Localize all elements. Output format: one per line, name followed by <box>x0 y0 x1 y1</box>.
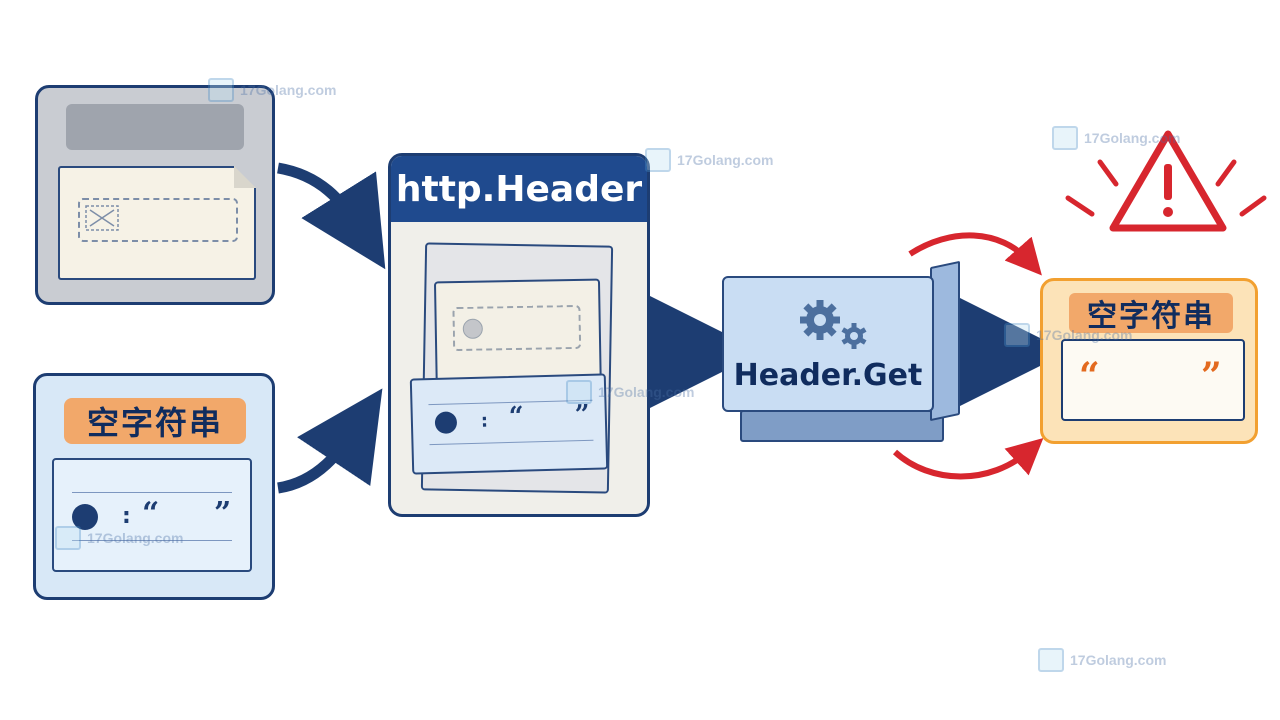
watermark-logo-icon <box>55 526 81 550</box>
empty-string-card: 空字符串 : “ ” <box>33 373 275 600</box>
missing-key-card <box>35 85 275 305</box>
warning-icon <box>1065 130 1267 232</box>
http-header-title: http.Header <box>395 168 643 210</box>
x-placeholder-icon <box>85 205 119 231</box>
header-get-title: Header.Get <box>733 358 923 393</box>
watermark-text: 17Golang.com <box>1070 652 1167 668</box>
watermark-text: 17Golang.com <box>677 152 774 168</box>
watermark-text: 17Golang.com <box>240 82 337 98</box>
result-card: 空字符串 “ ” <box>1040 278 1258 444</box>
watermark-text: 17Golang.com <box>87 530 184 546</box>
result-sheet: “ ” <box>1061 339 1245 421</box>
http-header-panel: http.Header : “ ” <box>388 153 650 517</box>
header-get-side <box>930 260 960 422</box>
dot-icon <box>72 504 98 530</box>
watermark: 17Golang.com <box>55 526 183 550</box>
red-arrow-top <box>908 232 1042 276</box>
close-quote: ” <box>214 496 232 531</box>
watermark-text: 17Golang.com <box>1084 130 1181 146</box>
missing-key-placeholder <box>78 198 238 242</box>
front-line-bottom <box>429 439 594 446</box>
arrow-missing-to-header <box>276 162 386 270</box>
gear-icon <box>800 300 867 349</box>
watermark-logo-icon <box>1038 648 1064 672</box>
missing-key-sheet <box>58 166 256 280</box>
watermark-logo-icon <box>566 380 592 404</box>
dot-icon <box>434 411 458 434</box>
watermark-logo-icon <box>208 78 234 102</box>
sheet-line-top <box>72 492 232 493</box>
watermark: 17Golang.com <box>208 78 336 102</box>
empty-string-sheet: : “ ” <box>52 458 252 572</box>
missing-key-label <box>66 104 244 150</box>
watermark: 17Golang.com <box>645 148 773 172</box>
open-quote: “ <box>142 496 160 531</box>
watermark-logo-icon <box>645 148 671 172</box>
folded-corner <box>234 166 256 188</box>
watermark: 17Golang.com <box>566 380 694 404</box>
watermark-text: 17Golang.com <box>598 384 695 400</box>
watermark: 17Golang.com <box>1038 648 1166 672</box>
watermark: 17Golang.com <box>1004 323 1132 347</box>
colon: : <box>122 504 131 529</box>
arrow-empty-to-header <box>276 388 383 494</box>
open-quote: “ <box>1079 355 1100 397</box>
watermark: 17Golang.com <box>1052 126 1180 150</box>
open-quote: “ <box>508 401 525 432</box>
http-header-title-bar: http.Header <box>391 156 647 222</box>
sheet-line-bottom <box>72 540 232 541</box>
header-get-shadow <box>740 410 944 442</box>
red-arrow-bottom <box>892 437 1044 480</box>
close-quote: ” <box>1201 355 1222 397</box>
result-label: 空字符串 <box>1069 293 1233 334</box>
watermark-text: 17Golang.com <box>1036 327 1133 343</box>
watermark-logo-icon <box>1004 323 1030 347</box>
empty-string-label: 空字符串 <box>64 398 246 444</box>
colon: : <box>480 410 489 432</box>
header-get-box: Header.Get <box>722 276 934 412</box>
watermark-logo-icon <box>1052 126 1078 150</box>
close-quote: ” <box>574 399 591 431</box>
